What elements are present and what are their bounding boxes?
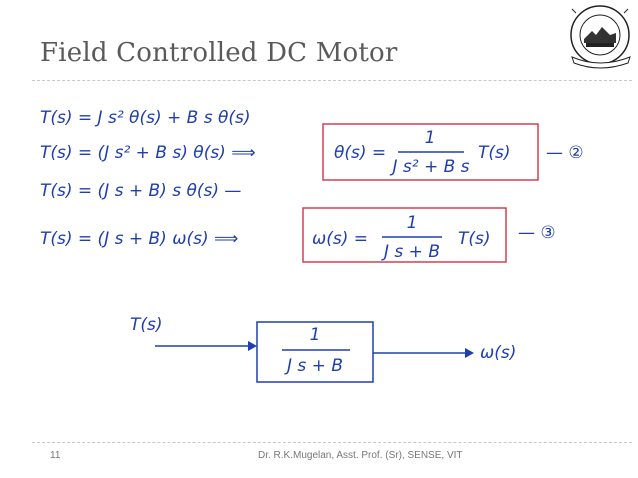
footer-credit: Dr. R.K.Mugelan, Asst. Prof. (Sr), SENSE… bbox=[258, 450, 463, 461]
omega-box-tail: T(s) bbox=[458, 229, 491, 249]
equation-tag-3: — ③ bbox=[518, 223, 556, 243]
equation-line-2-lhs: T(s) = (J s² + B s) θ(s) ⟹ bbox=[40, 143, 256, 163]
equation-canvas: T(s) = J s² θ(s) + B s θ(s) T(s) = (J s²… bbox=[40, 108, 584, 383]
theta-box-tail: T(s) bbox=[478, 143, 511, 163]
equation-line-4-lhs: T(s) = (J s + B) ω(s) ⟹ bbox=[40, 229, 238, 249]
omega-box-numerator: 1 bbox=[407, 213, 418, 233]
page-number: 11 bbox=[50, 450, 61, 461]
transfer-function-block bbox=[256, 321, 374, 383]
equation-line-1: T(s) = J s² θ(s) + B s θ(s) bbox=[40, 108, 250, 128]
block-input-label: T(s) bbox=[130, 315, 163, 335]
omega-box-lhs: ω(s) = bbox=[312, 229, 368, 249]
vit-logo bbox=[570, 5, 631, 69]
footer-divider bbox=[32, 442, 632, 443]
transfer-function-box-theta bbox=[322, 123, 539, 181]
theta-box-lhs: θ(s) = bbox=[334, 143, 386, 163]
output-arrowhead bbox=[465, 348, 474, 358]
omega-box-denominator: J s + B bbox=[381, 242, 440, 262]
equation-line-3: T(s) = (J s + B) s θ(s) — bbox=[40, 181, 241, 201]
transfer-function-box-omega bbox=[302, 207, 507, 263]
block-numerator: 1 bbox=[310, 325, 321, 345]
theta-box-denominator: J s² + B s bbox=[389, 157, 469, 177]
input-arrowhead bbox=[248, 341, 257, 351]
title-divider bbox=[32, 80, 632, 81]
theta-box-numerator: 1 bbox=[425, 128, 436, 148]
block-output-label: ω(s) bbox=[480, 343, 516, 363]
equation-tag-2: — ② bbox=[546, 143, 584, 163]
slide-title: Field Controlled DC Motor bbox=[40, 38, 398, 68]
block-denominator: J s + B bbox=[284, 356, 343, 376]
